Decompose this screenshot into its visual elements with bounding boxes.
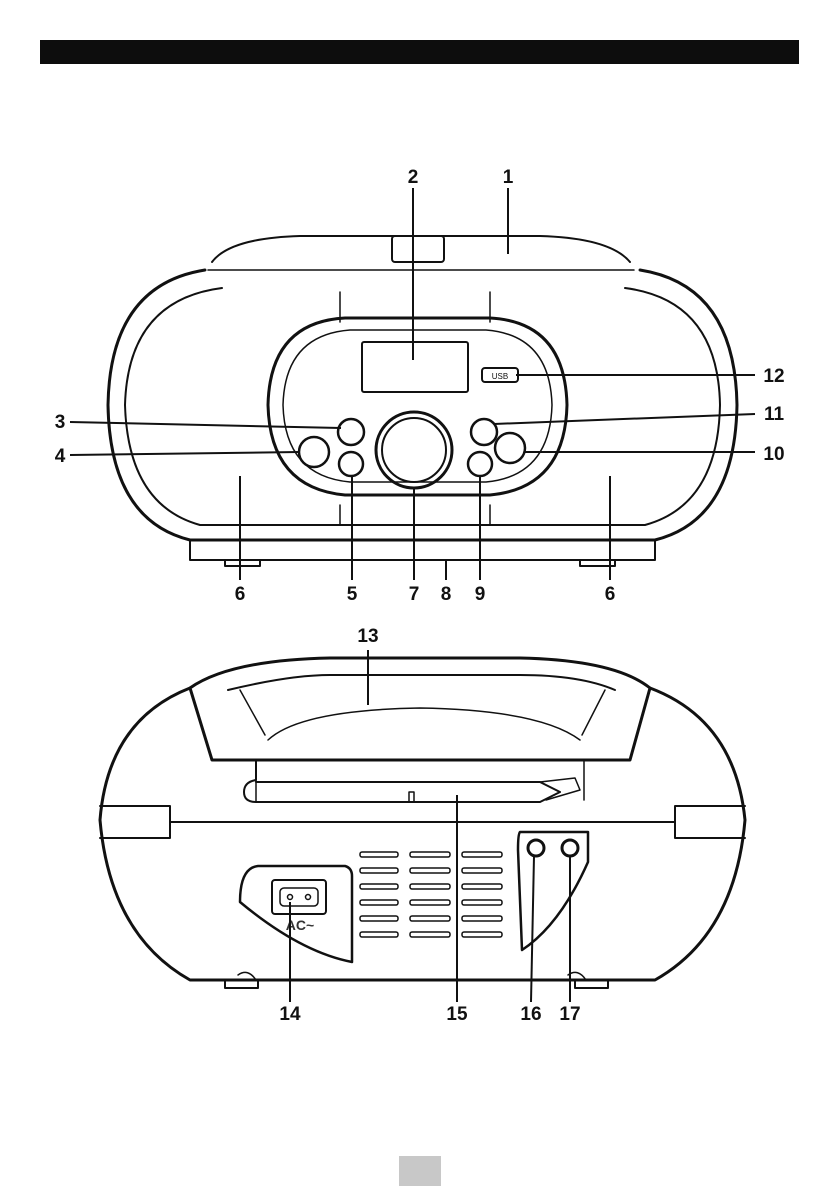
callout-15: 15 bbox=[446, 1004, 468, 1025]
callout-1: 1 bbox=[503, 167, 514, 188]
callout-13: 13 bbox=[357, 626, 378, 647]
callout-5: 5 bbox=[347, 584, 358, 605]
page-number-box bbox=[399, 1156, 441, 1186]
callout-3: 3 bbox=[55, 412, 66, 433]
callout-14: 14 bbox=[279, 1004, 301, 1025]
callout-6-left: 6 bbox=[235, 584, 246, 605]
callout-6-right: 6 bbox=[605, 584, 616, 605]
callout-8: 8 bbox=[441, 584, 452, 605]
rear-view: AC~ 13 14 15 16 17 bbox=[100, 626, 745, 1025]
callout-4: 4 bbox=[55, 446, 66, 467]
callout-12: 12 bbox=[763, 366, 784, 387]
callout-9: 9 bbox=[475, 584, 486, 605]
callout-7: 7 bbox=[409, 584, 420, 605]
callout-11: 11 bbox=[764, 404, 785, 425]
front-view: USB 1 2 3 4 5 6 7 8 9 10 11 12 bbox=[55, 167, 785, 605]
usb-port-label: USB bbox=[492, 372, 508, 381]
callout-17: 17 bbox=[559, 1004, 580, 1025]
callout-2: 2 bbox=[408, 167, 419, 188]
callout-10: 10 bbox=[763, 444, 784, 465]
callout-16: 16 bbox=[520, 1004, 541, 1025]
